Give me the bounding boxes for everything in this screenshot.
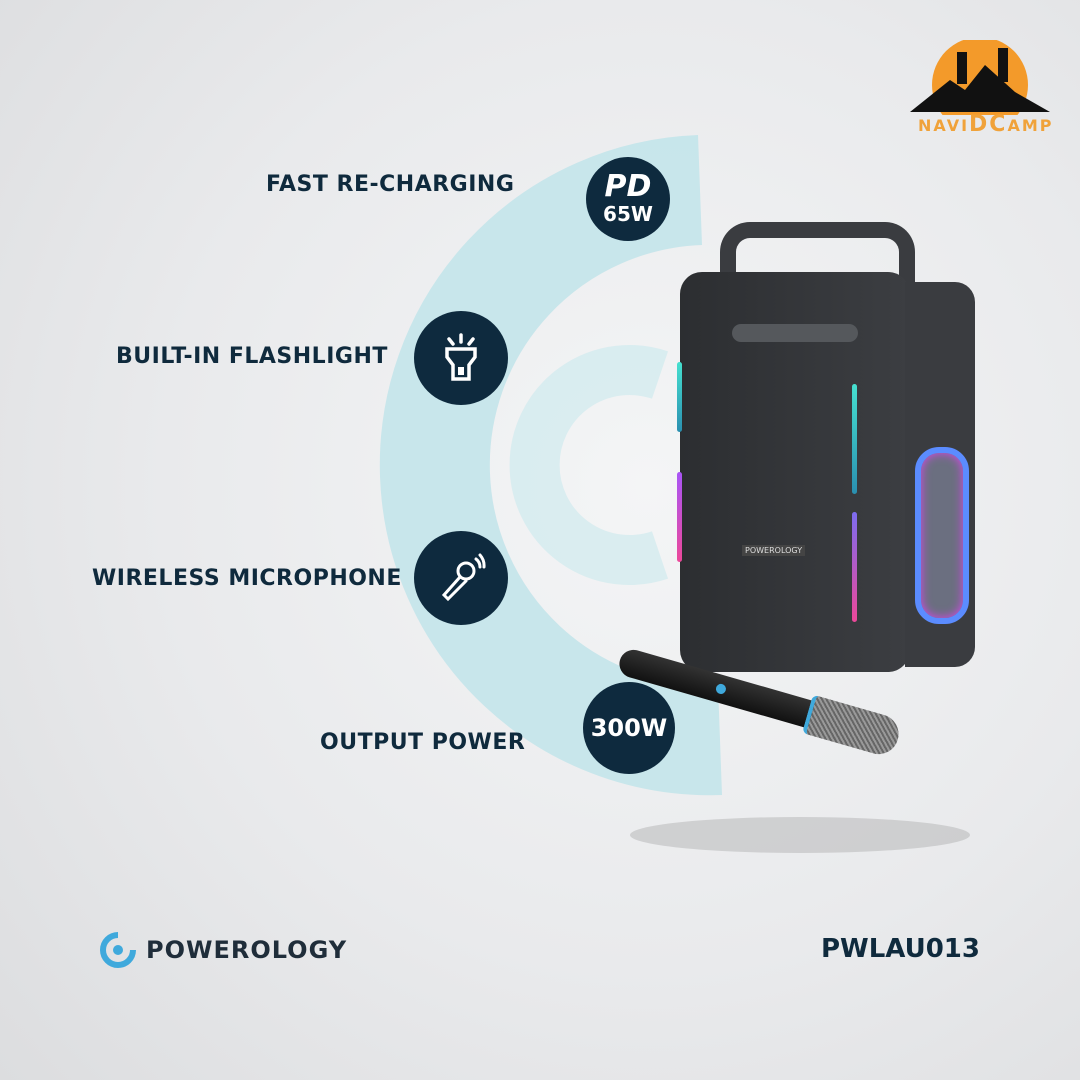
microphone-icon — [414, 531, 508, 625]
pd-65w-icon: PD 65W — [586, 157, 670, 241]
model-number: PWLAU013 — [820, 934, 980, 964]
product-label: POWEROLOGY — [742, 545, 806, 556]
speaker-front: POWEROLOGY — [677, 272, 910, 672]
flashlight-icon — [414, 311, 508, 405]
feature-flashlight: BUILT-IN FLASHLIGHT — [116, 344, 388, 369]
feature-fast-recharging: FAST RE-CHARGING — [266, 172, 515, 197]
navidcamp-logo-icon — [910, 40, 1050, 115]
feature-wireless-microphone: WIRELESS MICROPHONE — [92, 566, 402, 591]
brand-name: POWEROLOGY — [146, 936, 348, 964]
feature-output-power: OUTPUT POWER — [320, 730, 526, 755]
power-300w-icon: 300W — [583, 682, 675, 774]
powerology-logo-icon — [100, 932, 136, 968]
speaker-side — [905, 282, 975, 667]
brand-logo: POWEROLOGY — [100, 932, 347, 968]
watermark-text: NAVIDCAMP — [918, 112, 1054, 137]
speaker-product: POWEROLOGY — [677, 222, 980, 672]
